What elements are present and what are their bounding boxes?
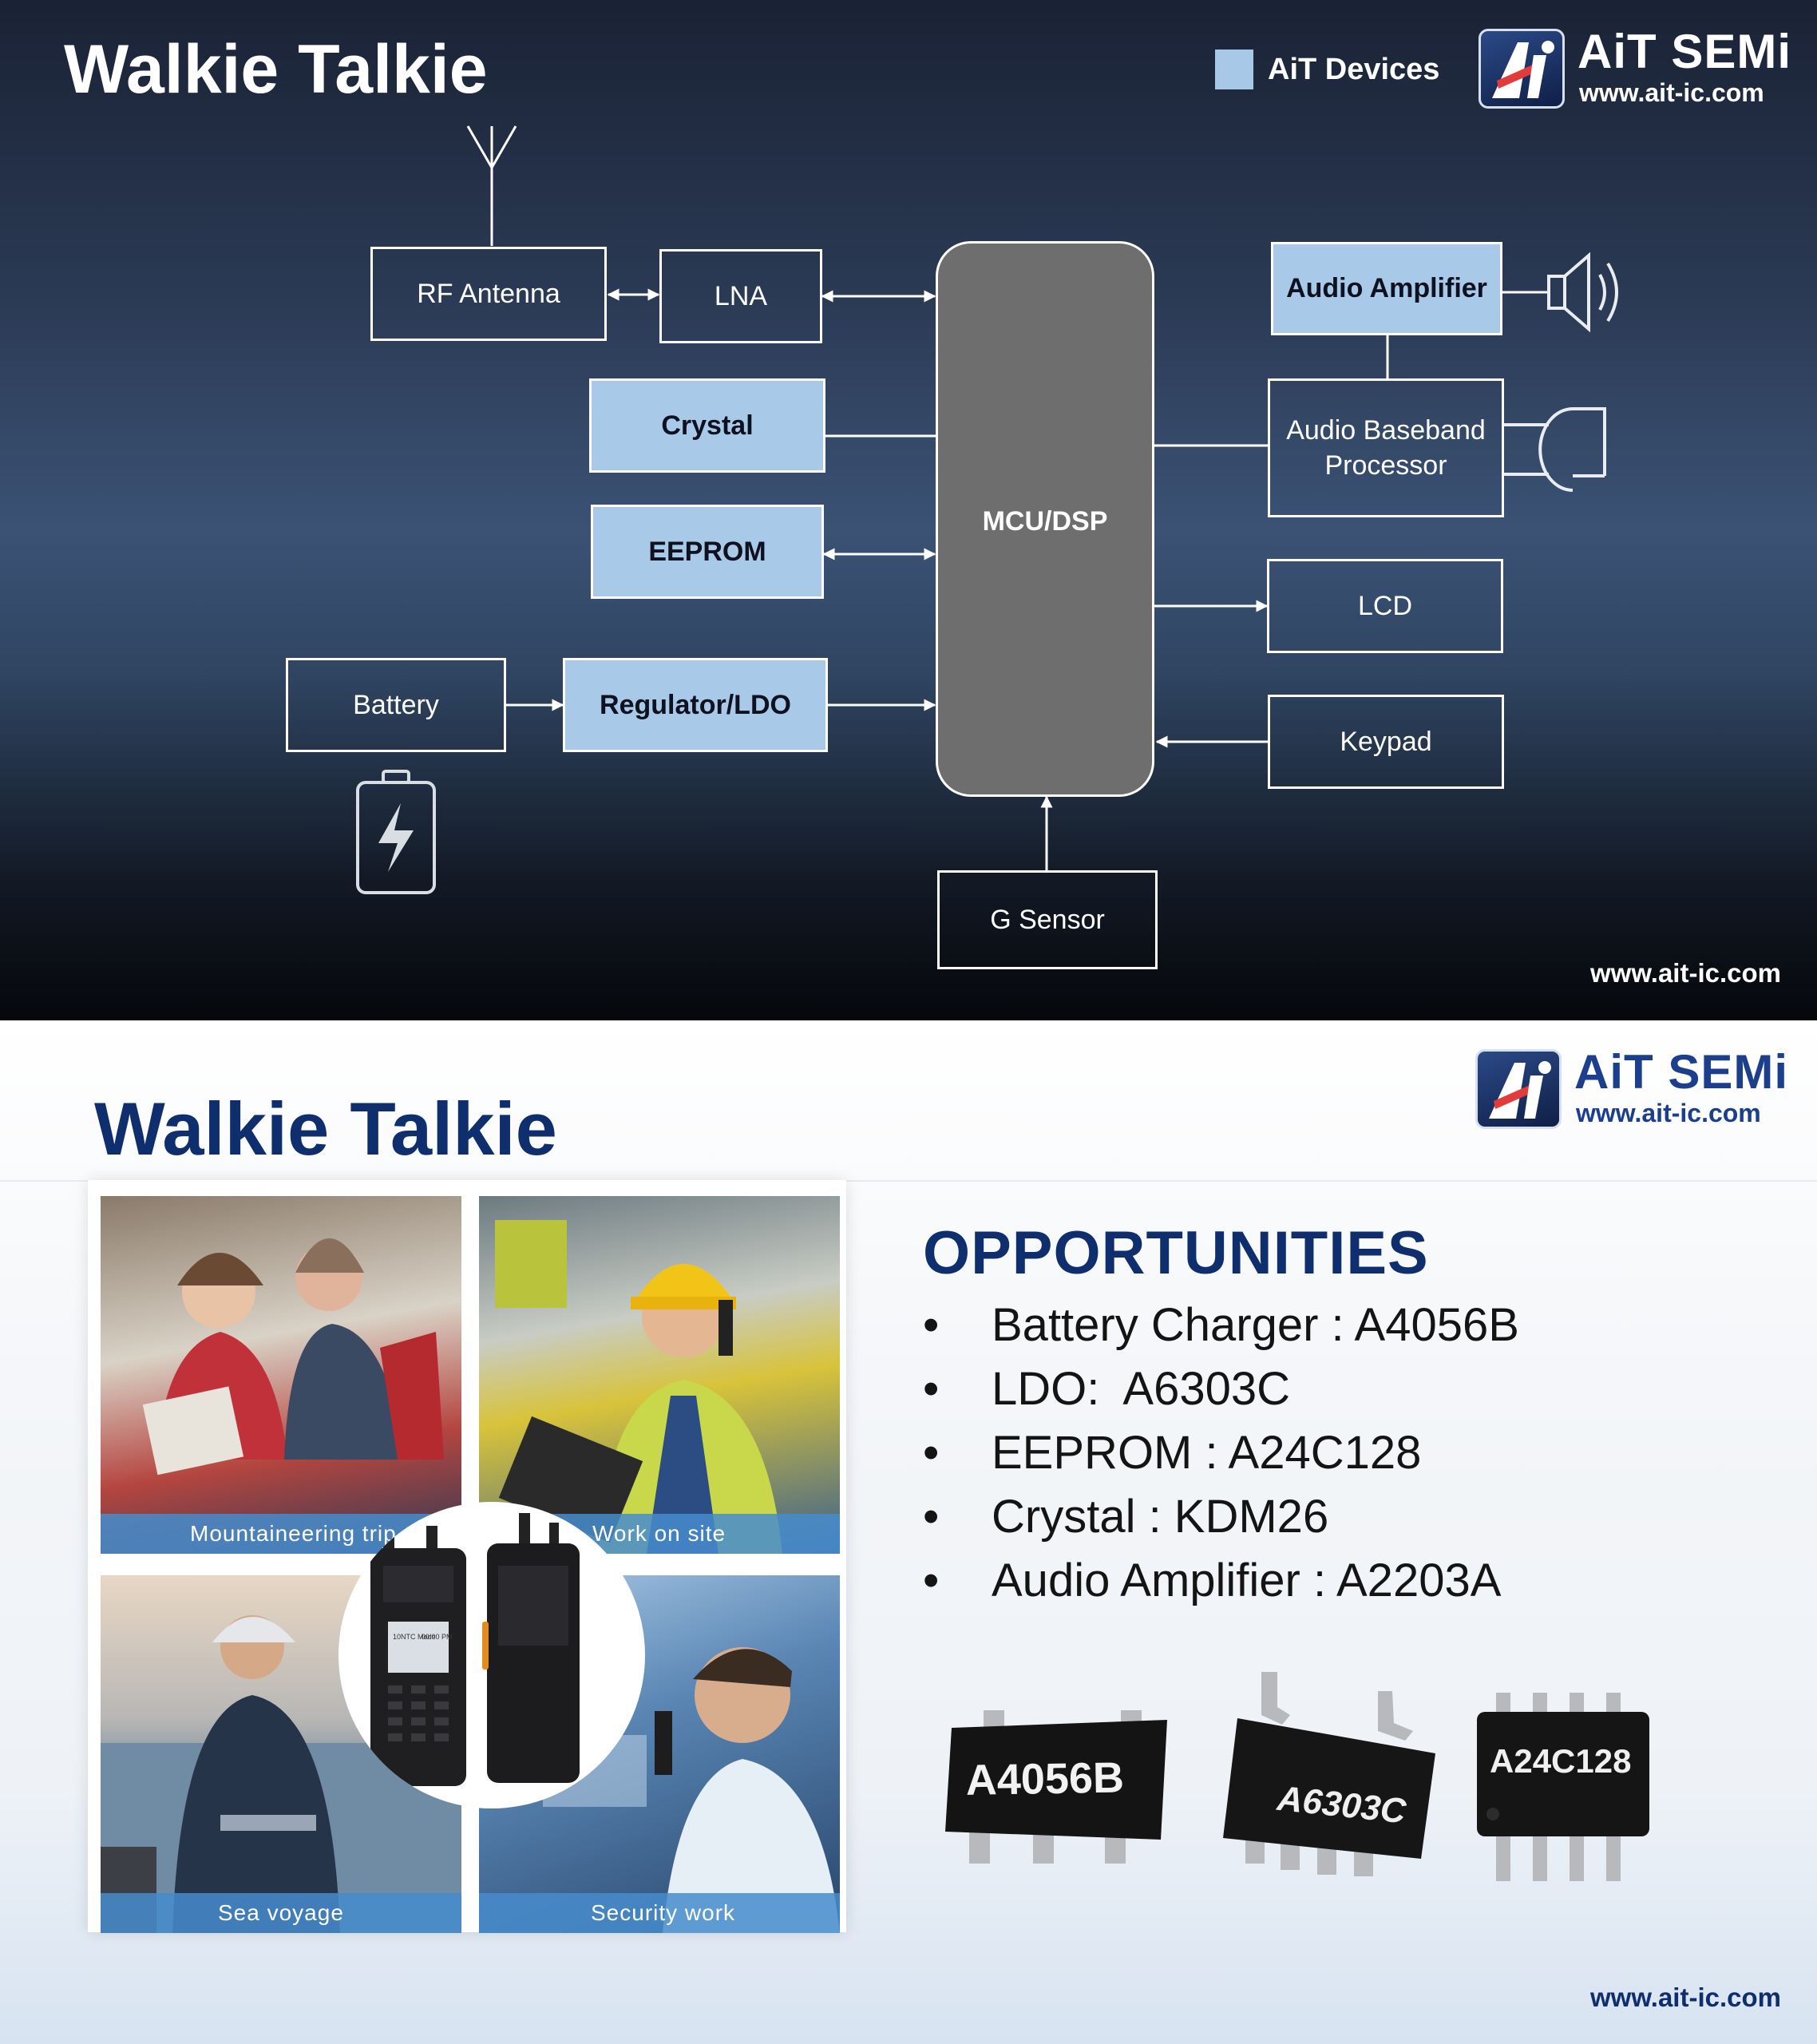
title-divider [0,1180,1817,1182]
photo-sea-voyage: Sea voyage [101,1575,461,1933]
regulator-ldo-label: Regulator/LDO [600,689,791,720]
battery-label: Battery [353,689,439,720]
rf-antenna-label: RF Antenna [417,278,560,309]
photo-security-work: Security work [479,1575,840,1933]
audio-amplifier-block: Audio Amplifier [1271,242,1502,335]
audio-baseband-label-line2: Processor [1324,450,1447,481]
radio-screen-text: 10NTC Mode [393,1633,436,1641]
bullet: • [923,1363,940,1415]
antenna-icon [466,125,517,246]
mcu-dsp-block: MCU/DSP [936,241,1154,797]
radio-screen-text: 00:00 PM [422,1633,453,1641]
opportunities-slide: Walkie Talkie AiT SEMi www.ait-ic.com Mo… [0,1020,1817,2044]
ait-logo-brand: AiT SEMi [1574,1045,1789,1099]
footer-url: www.ait-ic.com [1590,1983,1781,2012]
rf-antenna-block: RF Antenna [370,247,607,341]
bullet: • [923,1427,940,1479]
lna-label: LNA [714,280,768,311]
audio-baseband-processor-block: Audio Baseband Processor [1268,378,1504,517]
audio-baseband-label-line1: Audio Baseband [1286,414,1486,446]
eeprom-block: EEPROM [591,505,824,599]
battery-charging-icon [356,770,436,894]
g-sensor-block: G Sensor [937,870,1158,969]
lna-block: LNA [659,249,822,343]
photo-mountaineering: Mountaineering trip [101,1196,461,1554]
crystal-label: Crystal [661,410,754,441]
opportunity-text: Audio Amplifier : A2203A [992,1555,1502,1606]
diagram-connections [356,125,1618,894]
microphone-icon [1503,407,1606,492]
mcu-dsp-label: MCU/DSP [982,506,1108,537]
opportunity-text: Battery Charger : A4056B [992,1299,1519,1351]
speaker-icon [1547,252,1618,333]
bullet: • [923,1491,940,1543]
opportunity-text: LDO: A6303C [992,1363,1290,1415]
legend-swatch [1215,50,1253,89]
keypad-label: Keypad [1340,726,1432,757]
diagram-title: Walkie Talkie [64,31,488,108]
chip-a4056b: A4056B [945,1710,1167,1864]
crystal-block: Crystal [589,378,825,473]
legend-label: AiT Devices [1268,53,1440,86]
bullet: • [923,1299,940,1351]
chip-label: A24C128 [1490,1742,1631,1780]
battery-block: Battery [286,658,506,752]
ait-logo-mark [1475,1049,1562,1129]
footer-url: www.ait-ic.com [1590,958,1781,988]
chip-a6303c: A6303C [1223,1672,1435,1876]
ait-logo-brand: AiT SEMi [1578,25,1792,78]
walkie-talkie-product-photo: 10NTC Mode 00:00 PM [338,1502,645,1808]
audio-amplifier-label: Audio Amplifier [1286,273,1487,304]
lcd-block: LCD [1267,559,1503,653]
ait-logo-mark [1479,29,1565,109]
keypad-block: Keypad [1268,695,1504,789]
g-sensor-label: G Sensor [990,904,1105,935]
bullet: • [923,1555,940,1606]
photo-caption: Sea voyage [101,1893,461,1933]
photo-caption: Security work [479,1893,840,1933]
regulator-ldo-block: Regulator/LDO [563,658,828,752]
opportunities-slide-title: Walkie Talkie [94,1087,557,1171]
eeprom-label: EEPROM [648,536,766,567]
photo-work-on-site: Work on site [479,1196,840,1554]
chip-label: A4056B [965,1753,1124,1804]
opportunity-text: Crystal : KDM26 [992,1491,1329,1543]
opportunity-text: EEPROM : A24C128 [992,1427,1422,1479]
block-diagram-slide: Walkie Talkie AiT Devices AiT SEMi www.a… [0,0,1817,1020]
opportunities-heading: OPPORTUNITIES [923,1219,1429,1287]
ait-logo-url: www.ait-ic.com [1576,1099,1761,1127]
lcd-label: LCD [1357,590,1413,621]
ait-logo-url: www.ait-ic.com [1579,78,1764,107]
chip-a24c128: A24C128 [1477,1693,1649,1881]
